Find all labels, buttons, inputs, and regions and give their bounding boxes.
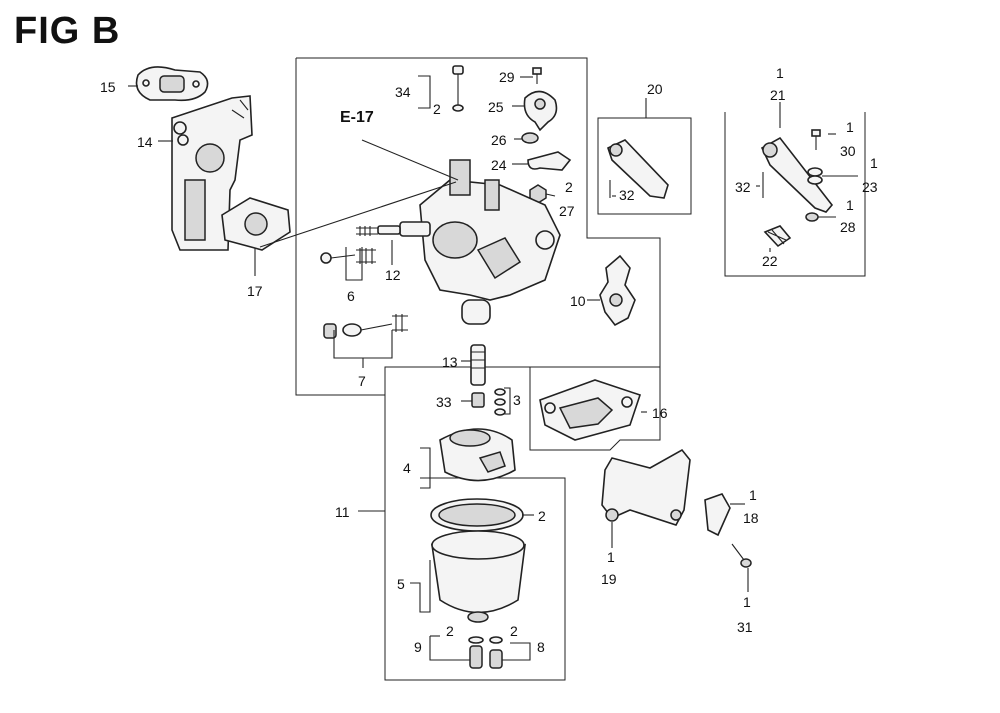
screw-30 [811,129,821,150]
callout-23: 23 [862,179,878,195]
governor-arm-frame [724,112,866,277]
callout-1-clip: 1 [749,487,757,503]
callout-24: 24 [491,157,507,173]
insulator-16 [539,379,642,441]
bowl-assembly-frame [384,367,566,681]
callout-8: 8 [537,639,545,655]
callout-14: 14 [137,134,153,150]
air-cleaner-bracket-14 [171,95,253,251]
bowl-bolt-8 [489,636,503,669]
figure-title: FIG B [14,10,121,52]
callout-1-screw: 1 [846,119,854,135]
main-nozzle-13 [470,344,486,386]
callout-21: 21 [770,87,786,103]
callout-33: 33 [436,394,452,410]
governor-arm-21 [760,136,834,213]
callout-25: 25 [488,99,504,115]
gasket-10 [599,254,636,327]
governor-spring-22 [763,225,792,248]
throttle-stop-screw-6 [320,248,376,264]
callout-13: 13 [442,354,458,370]
gasket-17 [221,197,291,251]
callout-17: 17 [247,283,263,299]
bolt-31 [731,543,752,568]
screw-29 [532,67,542,84]
leader-lines [128,75,858,661]
float-chamber-5 [430,498,526,623]
callout-22: 22 [762,253,778,269]
carburetor-body [399,159,561,325]
drain-screw-7 [323,314,408,339]
callout-12: 12 [385,267,401,283]
callout-15: 15 [100,79,116,95]
callout-9: 9 [414,639,422,655]
throttle-lever-25 [523,90,558,132]
bracket-19 [601,448,691,526]
callout-5: 5 [397,576,405,592]
callout-27: 27 [559,203,575,219]
callout-2-washer: 2 [433,101,441,117]
reference-label-e17: E-17 [340,109,374,126]
callout-32-arm: 32 [735,179,751,195]
callout-2-gasket: 2 [538,508,546,524]
callout-29: 29 [499,69,515,85]
callout-11: 11 [335,504,350,520]
choke-lever-frame [597,117,692,215]
callout-34: 34 [395,84,411,100]
callout-6: 6 [347,288,355,304]
float-4 [439,428,516,482]
callout-1-bracket: 1 [607,549,615,565]
gasket-15 [135,66,209,102]
callout-1-arm: 1 [776,65,784,81]
callout-1-collar: 1 [846,197,854,213]
collar-28 [805,212,819,222]
callout-19: 19 [601,571,617,587]
washer-26 [521,132,539,144]
callout-31: 31 [737,619,753,635]
choke-lever-24 [527,151,572,171]
spring-23 [807,167,823,185]
callout-4: 4 [403,460,411,476]
callout-2-bolt: 2 [510,623,518,639]
callout-3: 3 [513,392,521,408]
callout-20: 20 [647,81,663,97]
callout-7: 7 [358,373,366,389]
callout-18: 18 [743,510,759,526]
pilot-screw-12 [356,225,401,236]
callout-32-choke: 32 [619,187,635,203]
o-ring-3 [494,388,506,416]
callout-28: 28 [840,219,856,235]
main-jet-33 [471,392,485,408]
choke-rod-20 [607,139,669,199]
callout-1-spring: 1 [870,155,878,171]
callout-10: 10 [570,293,586,309]
callout-30: 30 [840,143,856,159]
callout-2-drain: 2 [446,623,454,639]
screw-34 [452,65,464,112]
clip-18 [704,493,731,537]
drain-bolt-9 [468,636,484,669]
callout-2-nut: 2 [565,179,573,195]
callout-26: 26 [491,132,507,148]
callout-1-bolt: 1 [743,594,751,610]
insulator-frame [529,366,661,451]
callout-16: 16 [652,405,668,421]
